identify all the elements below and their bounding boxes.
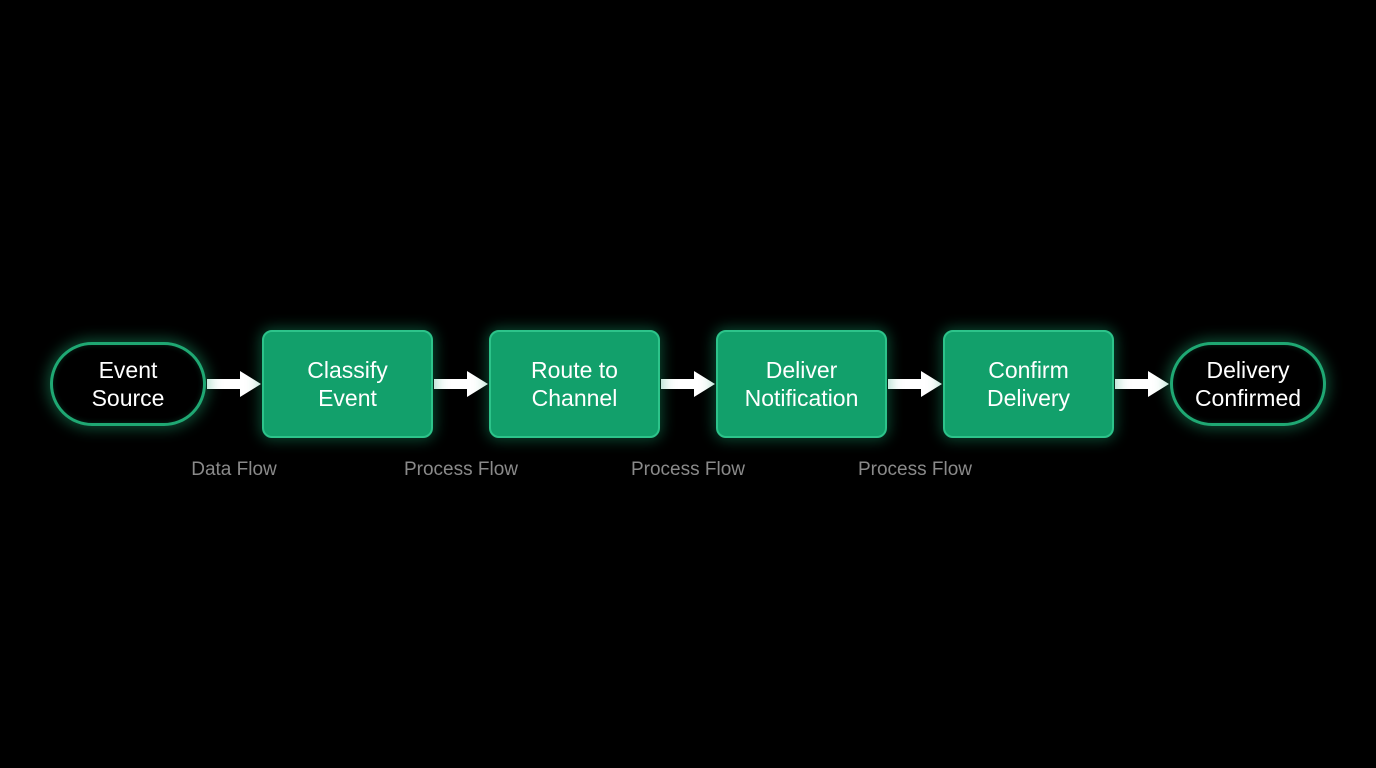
- node-route-to-channel: Route to Channel: [489, 330, 660, 438]
- edge-arrow-3: [661, 371, 715, 397]
- edge-label-process-flow-3: Process Flow: [857, 459, 973, 480]
- edge-arrow-4: [888, 371, 942, 397]
- edge-label-process-flow-1: Process Flow: [403, 459, 519, 480]
- edge-label-process-flow-2: Process Flow: [630, 459, 746, 480]
- edge-arrow-1: [207, 371, 261, 397]
- node-classify-event: Classify Event: [262, 330, 433, 438]
- node-confirm-delivery: Confirm Delivery: [943, 330, 1114, 438]
- edge-label-data-flow: Data Flow: [191, 459, 277, 480]
- edge-arrow-5: [1115, 371, 1169, 397]
- node-deliver-notification: Deliver Notification: [716, 330, 887, 438]
- edge-arrow-2: [434, 371, 488, 397]
- node-event-source: Event Source: [50, 342, 206, 426]
- node-delivery-confirmed: Delivery Confirmed: [1170, 342, 1326, 426]
